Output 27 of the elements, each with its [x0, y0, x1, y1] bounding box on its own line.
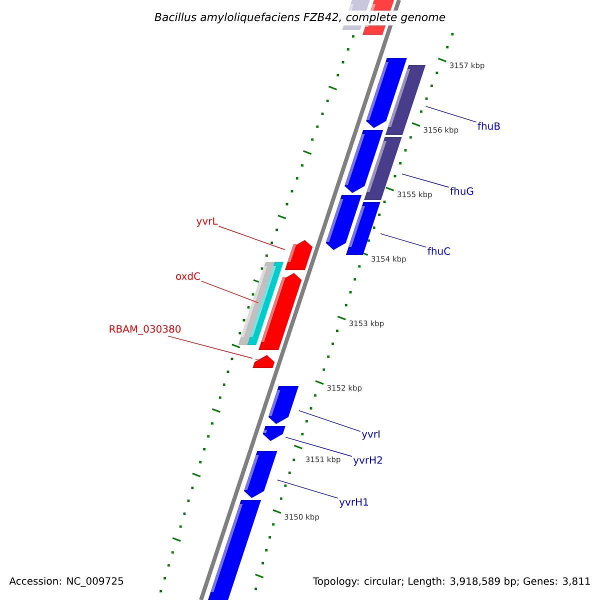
gene-bar: [346, 202, 380, 255]
gene-bar: [262, 426, 286, 441]
gene-label: yvrH1: [339, 498, 368, 508]
leader-line: [200, 280, 259, 304]
gene-label: RBAM_030380: [110, 325, 181, 335]
leader-line: [168, 336, 253, 359]
gene-bar: [252, 355, 274, 368]
leader-line: [277, 480, 338, 498]
gene-bar: [268, 386, 299, 424]
leader-line: [402, 174, 450, 188]
gene-label: yvrI: [362, 430, 380, 440]
leader-line: [425, 106, 477, 122]
footer-text: Accession: NC_009725: [9, 577, 124, 587]
leader-line: [285, 436, 352, 457]
gene-bar: [244, 451, 278, 498]
gene-bar: [284, 240, 312, 270]
gene-label: fhuG: [450, 187, 474, 195]
gene-label: oxdC: [176, 272, 200, 280]
gene-label: fhuB: [478, 122, 500, 130]
gene-bar: [258, 273, 302, 350]
gene-label: yvrL: [196, 217, 218, 227]
leader-line: [380, 233, 427, 248]
gene-label: fhuC: [428, 247, 450, 255]
gene-label: yvrH2: [353, 456, 382, 466]
footer-text: Topology: circular; Length: 3,918,589 bp; Genes: 3,811: [312, 577, 590, 587]
leader-line: [218, 226, 286, 250]
title: Bacillus amyloliquefaciens FZB42, complete genome: [152, 10, 448, 26]
